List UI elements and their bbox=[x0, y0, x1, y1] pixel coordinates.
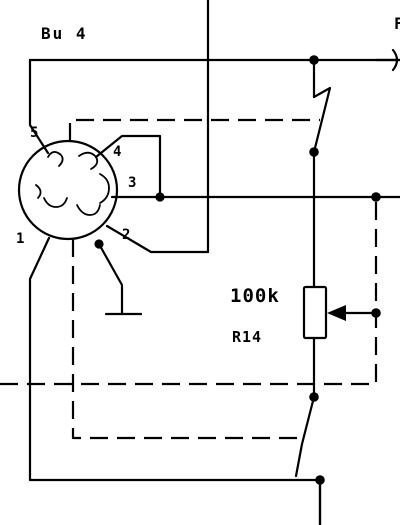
upper-switch-junction-dot bbox=[309, 147, 319, 157]
potentiometer-arrow bbox=[327, 305, 346, 321]
connector-body bbox=[17, 139, 119, 241]
lower-switch-junction-dot bbox=[309, 392, 319, 402]
contact-lower-right-shape bbox=[76, 204, 101, 216]
upper-switch bbox=[312, 86, 332, 154]
potentiometer-body bbox=[302, 285, 328, 340]
pin-2-wire bbox=[105, 224, 210, 254]
pin-3-junction-dot bbox=[155, 192, 165, 202]
pin-5-feed-wire bbox=[28, 58, 50, 155]
left-dashed-link bbox=[71, 239, 300, 440]
pin-1-label: 1 bbox=[16, 231, 25, 247]
contact-5-shape bbox=[47, 151, 64, 167]
pin-4-label: 4 bbox=[113, 144, 122, 160]
contact-left-mid-shape bbox=[35, 184, 42, 199]
right-edge-terminal bbox=[391, 48, 399, 72]
upper-dashed-link bbox=[68, 118, 320, 141]
contact-4-shape bbox=[78, 151, 99, 170]
right-rail-junction-dot bbox=[371, 192, 381, 202]
pin-2-label: 2 bbox=[122, 227, 131, 243]
bottom-junction-dot bbox=[315, 475, 325, 485]
contact-top-right-shape bbox=[99, 173, 110, 204]
contact-lower-left-shape bbox=[43, 197, 68, 208]
connector-label: Bu 4 bbox=[41, 24, 88, 43]
lower-switch bbox=[294, 395, 316, 478]
resistor-reference-label: R14 bbox=[232, 328, 263, 346]
right-dashed-link bbox=[0, 197, 378, 386]
pin-3-label: 3 bbox=[128, 175, 137, 191]
resistor-value-label: 100k bbox=[230, 285, 280, 307]
pin-4-wire bbox=[94, 134, 162, 199]
ground-wire bbox=[97, 242, 124, 315]
top-rail-junction-dot bbox=[309, 55, 319, 65]
edge-label: F bbox=[394, 14, 400, 33]
pin-5-label: 5 bbox=[30, 125, 39, 141]
